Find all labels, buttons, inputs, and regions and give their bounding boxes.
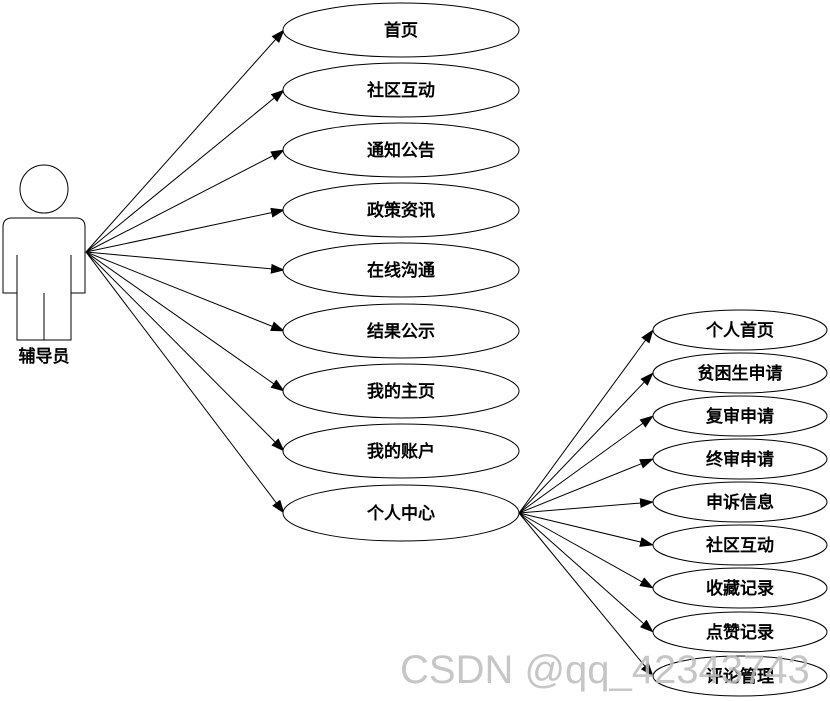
sub-use-case-personal-home[interactable]: 个人首页 (652, 309, 828, 351)
use-case-label: 复审申请 (705, 406, 774, 427)
use-case-label: 社区互动 (705, 535, 774, 556)
use-case-label: 通知公告 (367, 140, 435, 161)
use-case-policy[interactable]: 政策资讯 (282, 182, 520, 238)
association-arrow-8 (85, 251, 285, 514)
use-case-notices[interactable]: 通知公告 (282, 122, 520, 178)
sub-use-case-comments[interactable]: 评论管理 (652, 655, 828, 697)
sub-association-arrow-6 (518, 512, 654, 589)
sub-association-arrow-3 (518, 458, 654, 514)
use-case-label: 结果公示 (367, 321, 435, 342)
use-case-label: 政策资讯 (367, 200, 435, 221)
use-case-community[interactable]: 社区互动 (282, 62, 520, 118)
sub-use-case-likes[interactable]: 点赞记录 (652, 611, 828, 653)
use-case-label: 社区互动 (366, 80, 435, 101)
association-arrow-3 (85, 207, 285, 253)
sub-association-arrow-2 (518, 415, 654, 514)
use-case-label: 我的主页 (367, 381, 435, 402)
sub-association-arrow-8 (518, 512, 654, 677)
sub-association-arrow-5 (518, 512, 654, 547)
association-arrow-1 (85, 89, 285, 253)
association-arrow-7 (85, 251, 285, 452)
watermark: CSDN @qq_42343743 (400, 648, 810, 692)
actor-body (2, 217, 86, 341)
sub-use-case-final-review[interactable]: 终审申请 (652, 438, 828, 480)
use-case-label: 申诉信息 (706, 492, 774, 513)
association-arrow-5 (85, 251, 285, 332)
sub-association-arrow-4 (518, 498, 654, 514)
sub-use-case-poverty-application[interactable]: 贫困生申请 (652, 352, 828, 394)
use-case-label: 首页 (384, 20, 418, 41)
use-case-label: 在线沟通 (367, 260, 435, 281)
use-case-label: 个人首页 (705, 320, 774, 341)
sub-association-arrow-0 (518, 329, 654, 514)
use-case-online-chat[interactable]: 在线沟通 (282, 242, 520, 298)
association-arrow-2 (85, 149, 285, 253)
use-case-results[interactable]: 结果公示 (282, 303, 520, 359)
use-case-home[interactable]: 首页 (282, 2, 520, 58)
use-case-label: 点赞记录 (706, 622, 774, 643)
actor-head (19, 164, 69, 214)
use-case-my-account[interactable]: 我的账户 (282, 423, 520, 479)
sub-association-arrow-1 (518, 372, 654, 514)
personal-center-use-cases: 个人首页 贫困生申请 复审申请 终审申请 申诉信息 社区互动 收藏记录 点赞记录… (652, 309, 828, 697)
use-case-personal-center[interactable]: 个人中心 (282, 484, 520, 542)
sub-use-case-community[interactable]: 社区互动 (652, 524, 828, 566)
sub-use-case-review-application[interactable]: 复审申请 (652, 395, 828, 437)
association-arrow-0 (85, 29, 285, 253)
main-use-cases: 首页 社区互动 通知公告 政策资讯 在线沟通 结果公示 我的主页 我的账户 个人… (282, 2, 520, 542)
sub-association-arrow-7 (518, 512, 654, 633)
use-case-label: 贫困生申请 (697, 363, 783, 384)
use-case-label: 评论管理 (706, 666, 774, 687)
main-arrows (85, 29, 285, 514)
use-case-my-homepage[interactable]: 我的主页 (282, 363, 520, 419)
personal-center-arrows (518, 329, 654, 677)
use-case-label: 我的账户 (367, 441, 435, 462)
association-arrow-4 (85, 251, 285, 274)
use-case-label: 收藏记录 (706, 578, 774, 599)
sub-use-case-favorites[interactable]: 收藏记录 (652, 567, 828, 609)
sub-use-case-appeal-info[interactable]: 申诉信息 (652, 481, 828, 523)
use-case-label: 个人中心 (366, 503, 435, 524)
use-case-label: 终审申请 (706, 449, 774, 470)
actor-figure (2, 164, 86, 341)
association-arrow-6 (85, 251, 285, 392)
actor-label: 辅导员 (19, 346, 70, 367)
